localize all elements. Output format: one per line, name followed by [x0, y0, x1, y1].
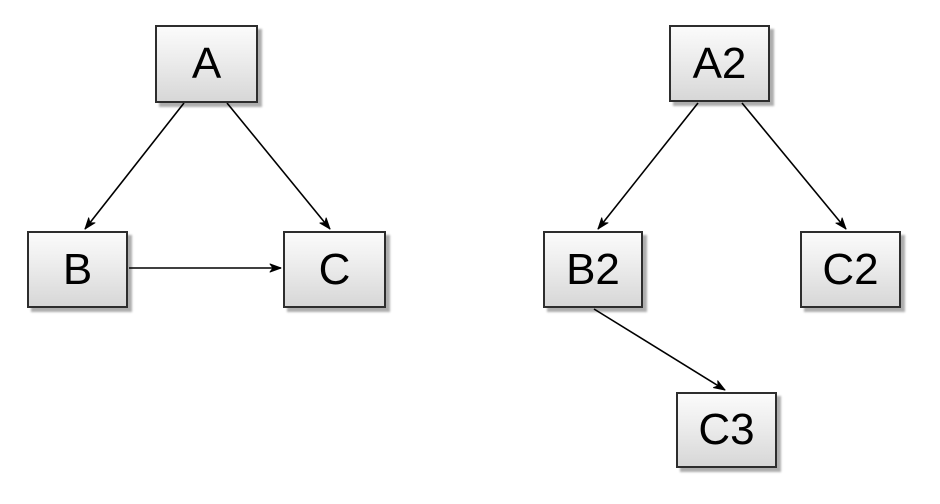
node-b[interactable]: B — [27, 231, 128, 308]
node-a2-label: A2 — [692, 38, 747, 88]
node-a-label: A — [191, 39, 222, 88]
node-c2-label: C2 — [822, 244, 879, 294]
edge-a-to-c[interactable] — [226, 102, 331, 230]
node-a[interactable]: A — [155, 25, 258, 103]
node-b2-label: B2 — [566, 244, 620, 294]
node-c[interactable]: C — [283, 231, 386, 308]
node-b-label: B — [62, 244, 93, 294]
edge-a2-to-b2[interactable] — [597, 102, 699, 230]
node-c-label: C — [318, 244, 351, 294]
node-a2[interactable]: A2 — [669, 25, 770, 102]
edge-a-to-b[interactable] — [84, 102, 185, 230]
node-c3-label: C3 — [698, 405, 755, 454]
node-b2[interactable]: B2 — [543, 231, 643, 308]
edge-a2-to-c2[interactable] — [741, 102, 847, 230]
edge-b2-to-c3[interactable] — [593, 308, 726, 391]
node-c3[interactable]: C3 — [676, 392, 777, 468]
node-c2[interactable]: C2 — [800, 231, 901, 308]
